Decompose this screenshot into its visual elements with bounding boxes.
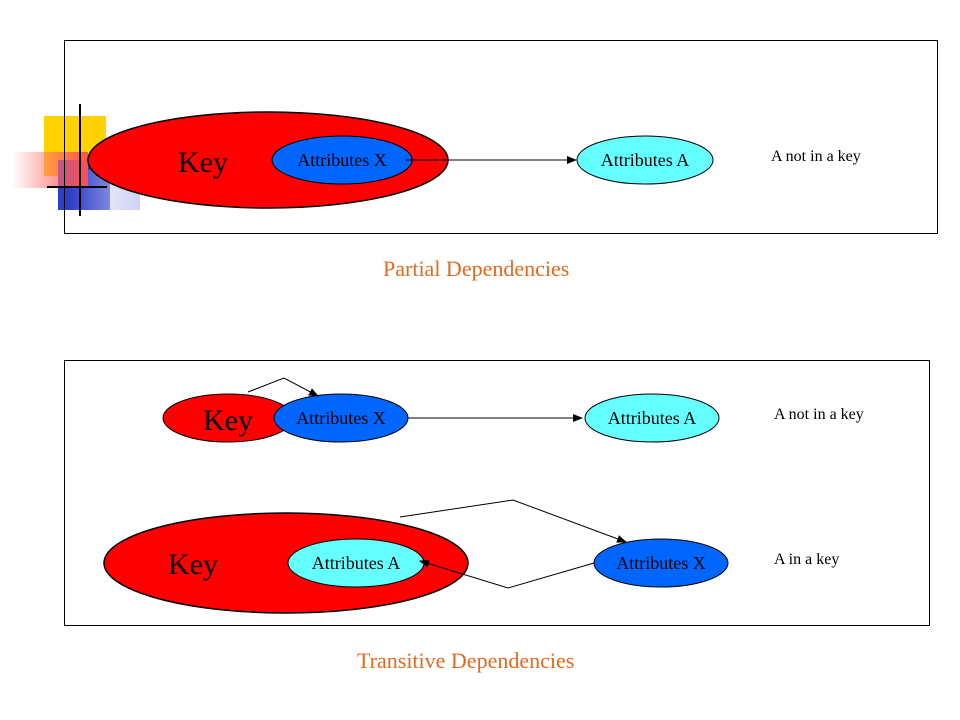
transitive-row2-key-ellipse [103, 512, 469, 614]
transitive-row1-attr-x-label: Attributes X [296, 408, 386, 428]
transitive-row2-key-label: Key [168, 548, 218, 581]
transitive-row2-attr-x-node: Attributes X [593, 538, 729, 588]
transitive-row2-key-node: Key [103, 512, 469, 614]
transitive-row2-note: A in a key [774, 551, 840, 568]
transitive-row1-attr-a-label: Attributes A [608, 408, 697, 428]
transitive-row1-key-label: Key [203, 404, 253, 437]
partial-dependencies-caption: Partial Dependencies [383, 256, 570, 281]
transitive-row2-key-to-x-arrow [399, 499, 627, 543]
transitive-row2-x-to-a-arrow [419, 559, 595, 589]
corner-ornament-horizontal-line [47, 186, 107, 188]
corner-ornament-red [12, 152, 88, 188]
partial-attr-x-node: Attributes X [271, 135, 413, 185]
corner-ornament-vertical-line [79, 104, 81, 216]
transitive-dependencies-panel [64, 360, 930, 626]
transitive-row2-attr-x-label: Attributes X [616, 553, 706, 573]
transitive-row2-attr-a-node: Attributes A [287, 538, 425, 588]
transitive-row1-note: A not in a key [774, 406, 864, 423]
transitive-row1-key-to-x-arrow [247, 377, 319, 397]
partial-attr-x-label: Attributes X [297, 150, 387, 170]
transitive-dependencies-caption: Transitive Dependencies [357, 648, 575, 673]
transitive-row1-attr-x-node: Attributes X [273, 393, 409, 443]
partial-attr-a-node: Attributes A [576, 135, 714, 185]
partial-attr-a-label: Attributes A [601, 150, 690, 170]
partial-attr-a-ellipse [576, 135, 714, 185]
transitive-row1-key-node: Key [162, 393, 294, 443]
transitive-row2-attr-a-label: Attributes A [312, 553, 401, 573]
transitive-row1-attr-a-ellipse [584, 393, 720, 443]
partial-note: A not in a key [771, 148, 861, 165]
transitive-row1-attr-a-node: Attributes A [584, 393, 720, 443]
partial-key-node: Key [87, 111, 449, 209]
partial-dependencies-panel [64, 40, 938, 234]
partial-key-label: Key [178, 146, 228, 179]
